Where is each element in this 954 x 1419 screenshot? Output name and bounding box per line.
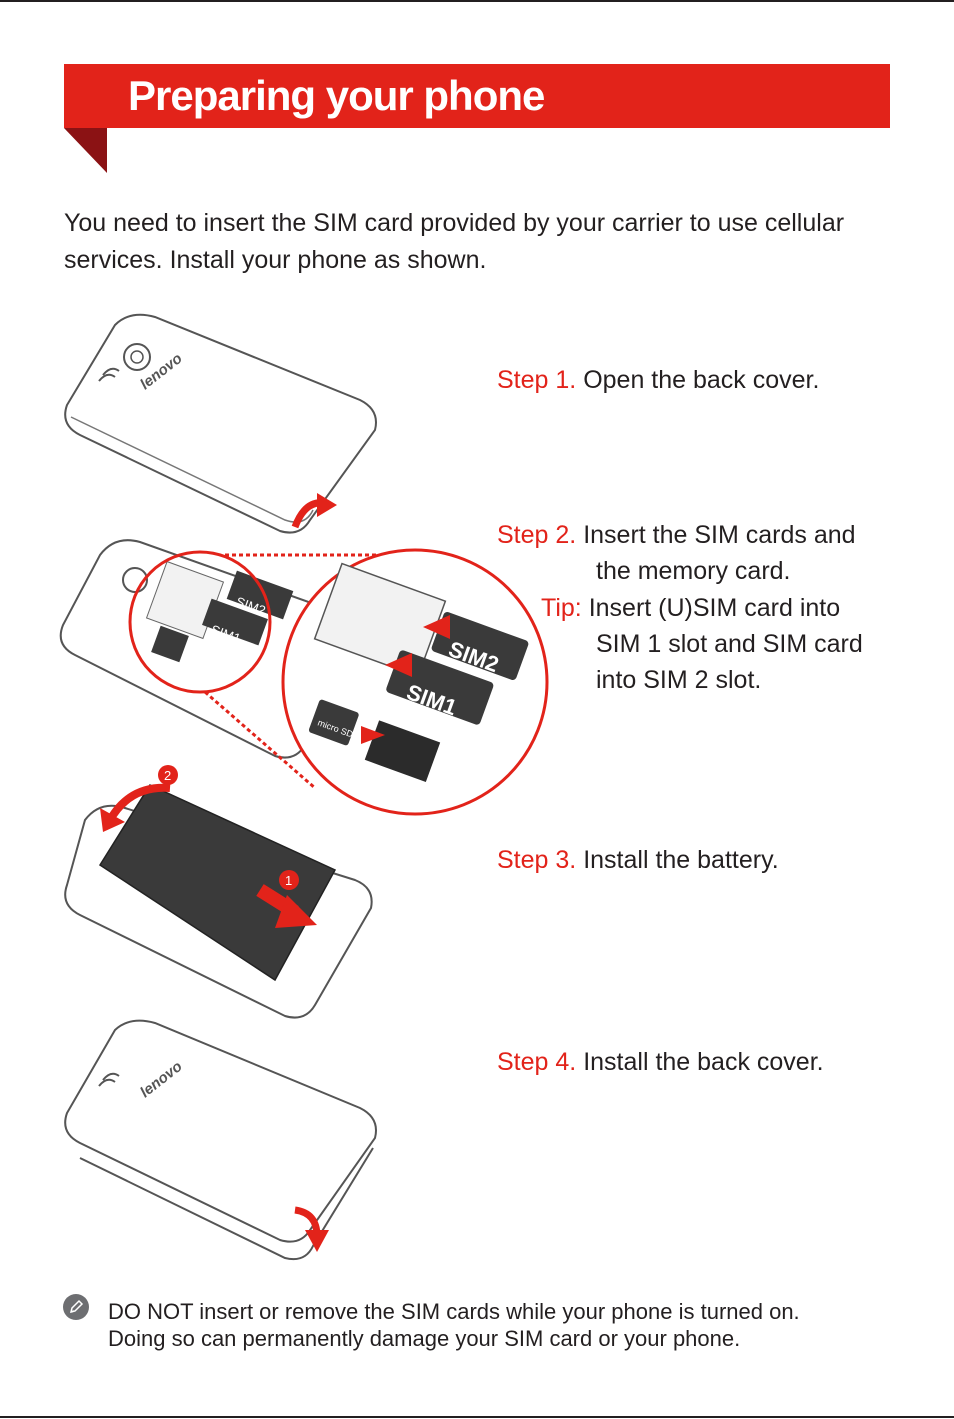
page-title: Preparing your phone [128,72,545,119]
warning-note: DO NOT insert or remove the SIM cards wh… [108,1298,908,1352]
callout-2: 2 [164,768,171,783]
step-2-label: Step 2. [497,521,577,549]
tip-line1: Insert (U)SIM card into [588,594,841,622]
tip-line3: into SIM 2 slot. [596,666,762,694]
tip-label: Tip: [541,594,582,622]
step-1-label: Step 1. [497,366,577,394]
tip: Tip: Insert (U)SIM card into SIM 1 slot … [541,590,863,698]
step-1: Step 1. Open the back cover. [497,362,819,398]
top-rule [0,0,954,2]
bottom-rule [0,1416,954,1418]
step-3-text: Install the battery. [583,846,779,874]
banner-fold [64,128,107,173]
phone-open-cover-illustration: lenovo [64,313,377,534]
step-4-label: Step 4. [497,1048,577,1076]
note-line1: DO NOT insert or remove the SIM cards wh… [108,1299,800,1324]
step-4-text: Install the back cover. [583,1048,824,1076]
step-1-text: Open the back cover. [583,366,820,394]
tip-line2: SIM 1 slot and SIM card [596,630,863,658]
step-2: Step 2. Insert the SIM cards and the mem… [497,517,856,589]
phone-close-cover-illustration: lenovo [64,1019,377,1261]
step-3: Step 3. Install the battery. [497,842,779,878]
step-4: Step 4. Install the back cover. [497,1044,824,1080]
step-2-line2: the memory card. [596,557,791,585]
step-3-label: Step 3. [497,846,577,874]
battery-install-illustration: 2 1 [64,765,373,1019]
intro-paragraph: You need to insert the SIM card provided… [64,209,845,274]
title-banner [64,64,890,128]
sim-install-illustration: SIM2 SIM1 SIM2 SIM1 micro SD [59,539,549,816]
step-2-line1: Insert the SIM cards and [583,521,856,549]
note-line2: Doing so can permanently damage your SIM… [108,1326,741,1351]
pencil-note-icon [63,1294,89,1320]
callout-1: 1 [285,873,292,888]
